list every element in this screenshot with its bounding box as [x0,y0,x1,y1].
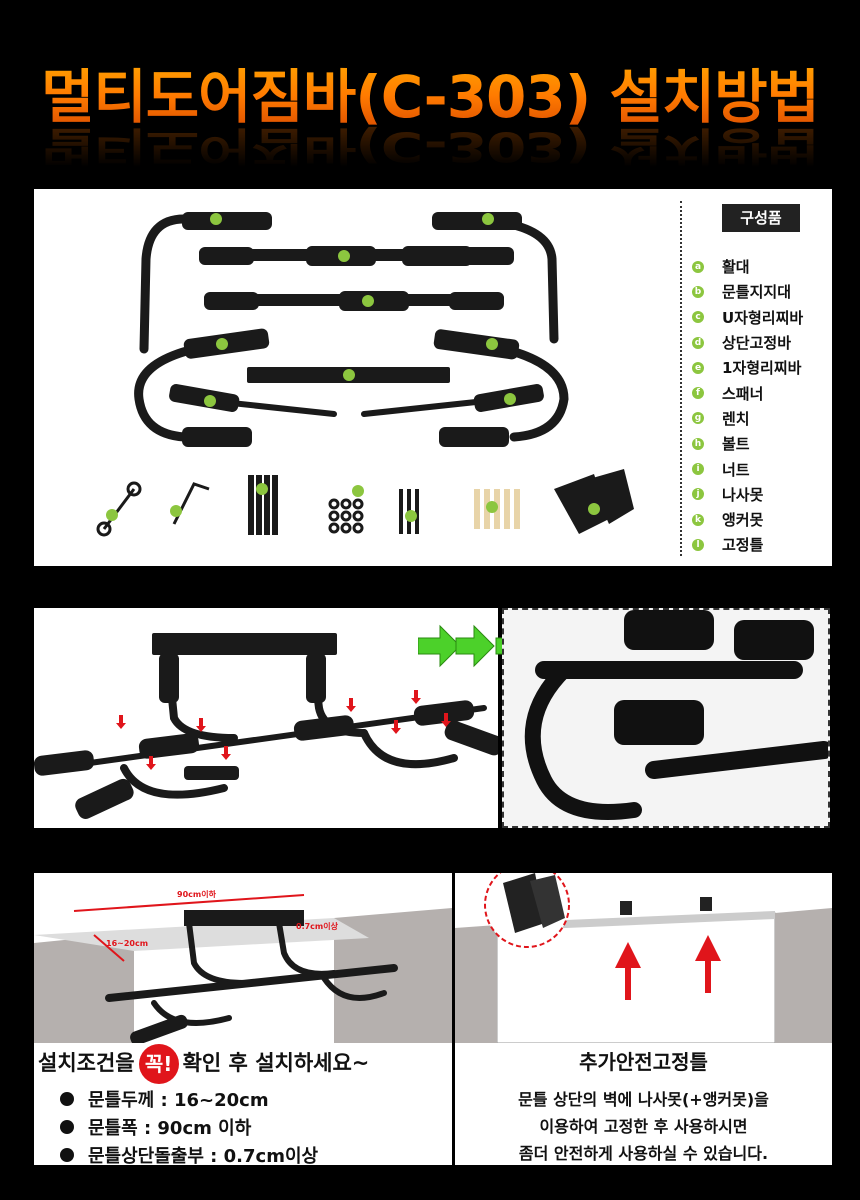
parts-panel [34,189,832,566]
wall-bracket-illustration [455,873,832,1043]
extra-title: 추가안전고정틀 [579,1050,708,1074]
parts-illustration [96,212,634,537]
legend-label: 앵커못 [722,511,764,530]
legend-item: j 나사못 [692,482,803,507]
must-badge: 꼭! [138,1044,179,1084]
condition-post: 확인 후 설치하세요~ [182,1051,370,1075]
badge-icon: a [692,260,704,273]
legend-item: l 고정틀 [692,532,803,557]
extra-description: 문틀 상단의 벽에 나사못(+앵커못)을 이용하여 고정한 후 사용하시면 좀더… [455,1086,832,1167]
badge-icon: g [692,412,704,425]
legend-label: 활대 [722,258,750,277]
legend-label: 너트 [722,460,750,479]
condition-pre: 설치조건을 [38,1051,135,1075]
legend-item: i 너트 [692,456,803,481]
legend-item: b 문틀지지대 [692,279,803,304]
badge-icon: h [692,437,704,450]
badge-icon: b [692,285,704,298]
page-title: 멀티도어짐바(C-303) 설치방법 [0,50,860,134]
condition-item: 문틀상단돌출부 : 0.7cm이상 [60,1142,318,1168]
legend-label: 고정틀 [722,536,764,555]
parts-legend: a 활대 b 문틀지지대 c U자형리찌바 d 상단고정바 e 1자형리찌바 f 스패너 g… [692,254,803,558]
parts-heading: 구성품 [722,204,800,232]
legend-item: f 스패너 [692,380,803,405]
bullet-icon [60,1120,74,1134]
extra-line: 좀더 안전하게 사용하실 수 있습니다. [518,1144,769,1163]
legend-label: 상단고정바 [722,334,792,353]
legend-label: U자형리찌바 [722,308,804,327]
condition-text: 문틀폭 : 90cm 이하 [88,1118,252,1139]
legend-item: a 활대 [692,254,803,279]
extra-line: 이용하여 고정한 후 사용하시면 [539,1117,748,1136]
legend-label: 나사못 [722,485,764,504]
bullet-icon [60,1148,74,1162]
legend-item: d 상단고정바 [692,330,803,355]
bracket-detail-illustration [524,610,828,820]
legend-label: 문틀지지대 [722,283,792,302]
badge-icon: f [692,387,704,400]
conditions-panel: 90cm이하 16~20cm 0.7cm이상 [34,873,452,1165]
legend-item: c U자형리찌바 [692,305,803,330]
legend-item: h 볼트 [692,431,803,456]
lip-label: 0.7cm이상 [296,922,338,931]
legend-label: 볼트 [722,435,750,454]
condition-item: 문틀두께 : 16~20cm [60,1086,269,1112]
detail-panel [502,608,830,828]
legend-item: k 앵커못 [692,507,803,532]
condition-item: 문틀폭 : 90cm 이하 [60,1114,251,1140]
door-frame-illustration [34,894,452,1043]
condition-text: 문틀상단돌출부 : 0.7cm이상 [88,1146,319,1167]
badge-icon: e [692,361,704,374]
badge-icon: i [692,463,704,476]
depth-label: 16~20cm [106,939,149,948]
badge-icon: c [692,311,704,324]
badge-icon: k [692,513,704,526]
legend-item: g 렌치 [692,406,803,431]
width-label: 90cm이하 [177,890,216,899]
page-title-reflection: 멀티도어짐바(C-303) 설치방법 [41,122,819,171]
assembled-bar-illustration [34,633,498,819]
badge-icon: j [692,488,704,501]
legend-label: 스패너 [722,384,764,403]
divider [680,201,682,556]
legend-label: 1자형리찌바 [722,359,802,378]
badge-icon: l [692,538,704,551]
condition-text: 문틀두께 : 16~20cm [88,1090,269,1111]
badge-icon: d [692,336,704,349]
legend-item: e 1자형리찌바 [692,355,803,380]
extra-panel [455,873,832,1165]
extra-line: 문틀 상단의 벽에 나사못(+앵커못)을 [518,1090,769,1109]
bullet-icon [60,1092,74,1106]
legend-label: 렌치 [722,409,750,428]
